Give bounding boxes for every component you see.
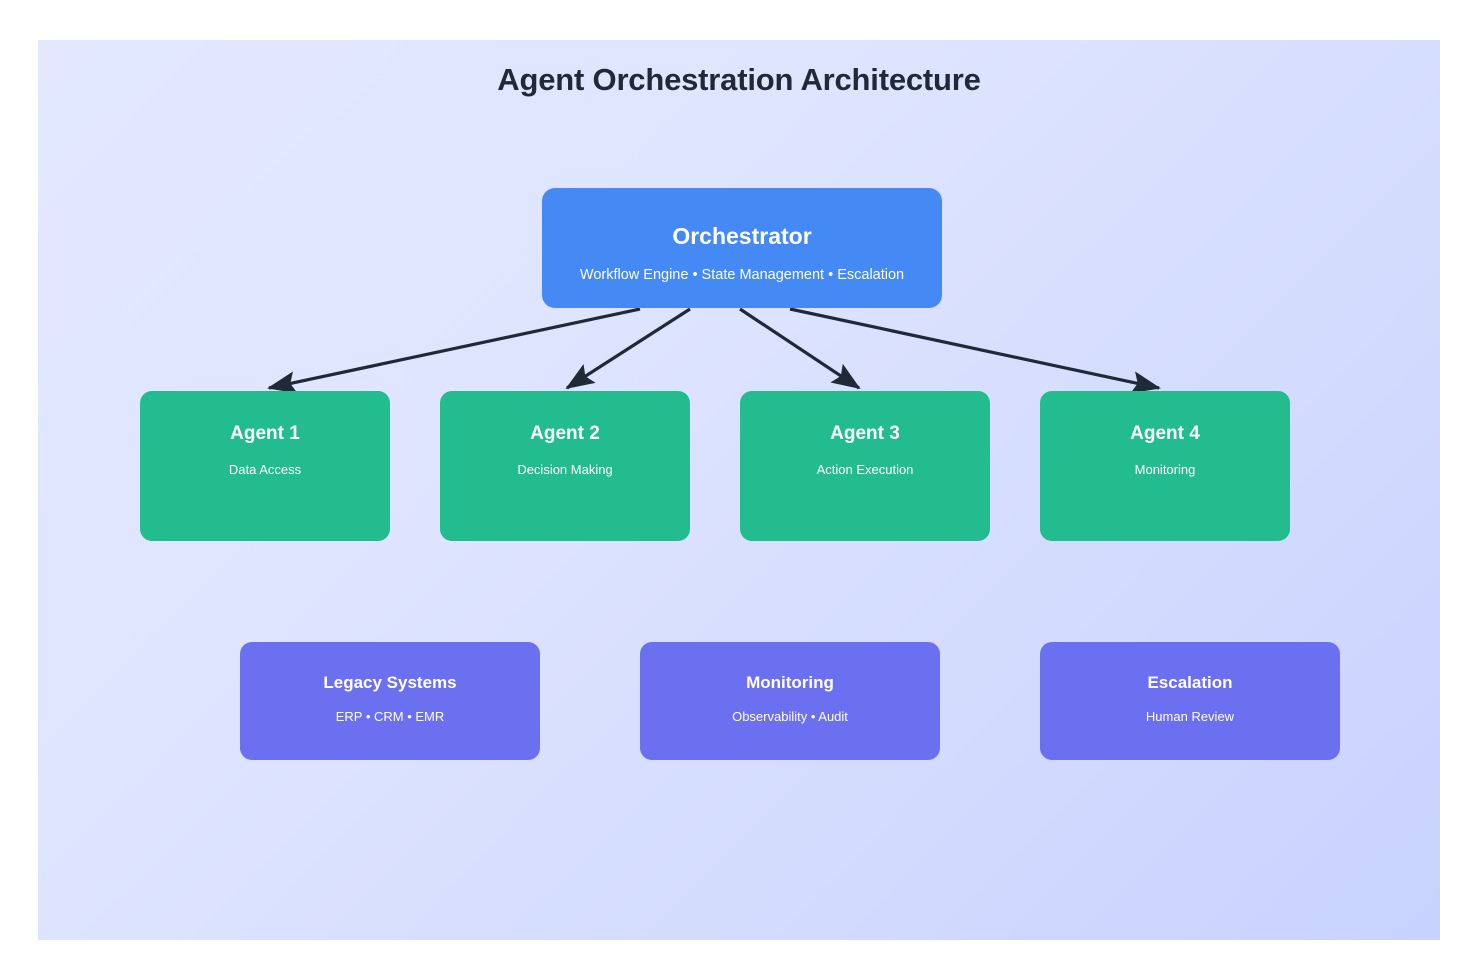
node-agent-4-title: Agent 4 (1130, 423, 1200, 444)
node-monitoring-subtitle: Observability • Audit (732, 709, 848, 724)
node-agent-4[interactable]: Agent 4 Monitoring (1040, 391, 1290, 541)
node-agent-1-title: Agent 1 (230, 423, 300, 444)
node-agent-2[interactable]: Agent 2 Decision Making (440, 391, 690, 541)
node-orchestrator-subtitle: Workflow Engine • State Management • Esc… (579, 267, 905, 283)
node-agent-3-title: Agent 3 (830, 423, 900, 444)
node-legacy-systems[interactable]: Legacy Systems ERP • CRM • EMR (240, 642, 540, 760)
node-escalation-subtitle: Human Review (1145, 709, 1235, 724)
node-agent-2-title: Agent 2 (530, 423, 600, 444)
node-escalation-title: Escalation (1147, 673, 1233, 692)
node-agent-3-subtitle: Action Execution (816, 462, 914, 477)
node-layer: Orchestrator Workflow Engine • State Man… (38, 40, 1440, 940)
node-monitoring[interactable]: Monitoring Observability • Audit (640, 642, 940, 760)
node-agent-2-subtitle: Decision Making (517, 462, 613, 477)
node-orchestrator-title: Orchestrator (672, 223, 812, 249)
node-agent-1-subtitle: Data Access (228, 462, 302, 477)
node-agent-3[interactable]: Agent 3 Action Execution (740, 391, 990, 541)
node-agent-4-subtitle: Monitoring (1134, 462, 1196, 477)
node-agent-1[interactable]: Agent 1 Data Access (140, 391, 390, 541)
diagram-canvas: Agent Orchestration Architecture Orchest… (38, 40, 1440, 940)
node-escalation[interactable]: Escalation Human Review (1040, 642, 1340, 760)
node-monitoring-title: Monitoring (746, 673, 834, 692)
node-orchestrator[interactable]: Orchestrator Workflow Engine • State Man… (542, 188, 942, 308)
node-legacy-systems-subtitle: ERP • CRM • EMR (335, 709, 445, 724)
page-title: Agent Orchestration Architecture (497, 62, 981, 97)
node-legacy-systems-title: Legacy Systems (323, 673, 457, 692)
